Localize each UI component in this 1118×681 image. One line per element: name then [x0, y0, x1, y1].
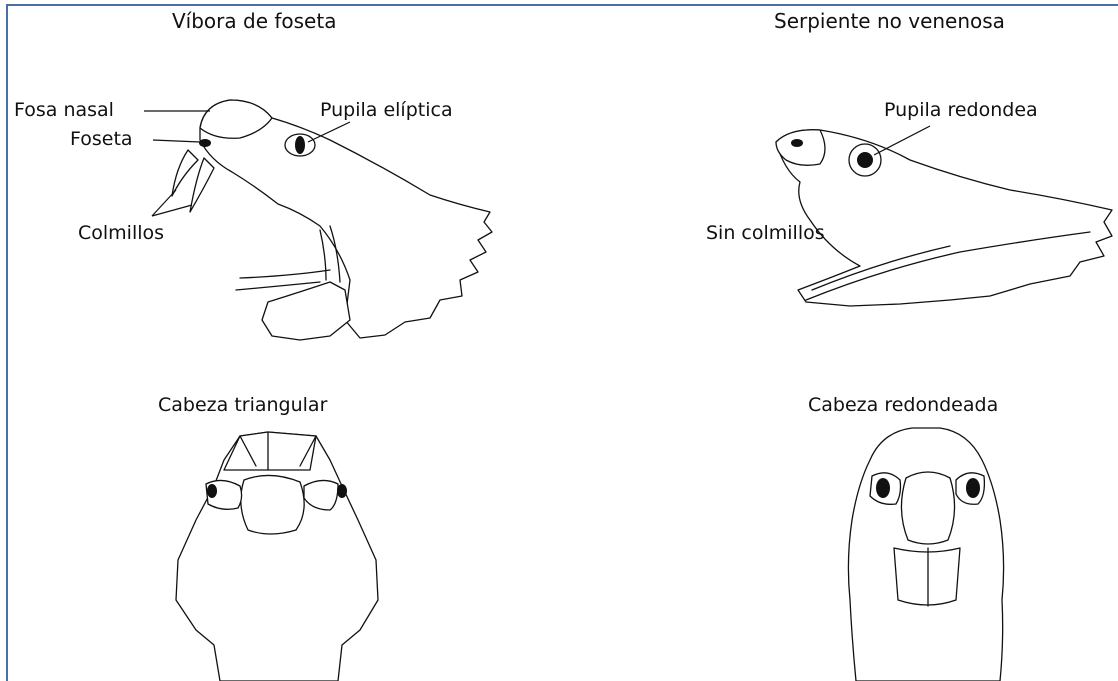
- rounded-head-illustration: [848, 428, 1003, 681]
- rounded-eye-right: [966, 478, 980, 498]
- round-pupil-pointer: [874, 126, 930, 155]
- label-rounded-head: Cabeza redondeada: [808, 394, 998, 416]
- label-pit: Foseta: [70, 128, 133, 150]
- title-nonvenomous: Serpiente no venenosa: [774, 10, 1005, 32]
- pit-viper-side-illustration: [172, 100, 492, 340]
- label-nostril: Fosa nasal: [14, 99, 114, 121]
- nonvenomous-head-outline: [776, 130, 1112, 306]
- label-elliptical-pupil: Pupila elíptica: [320, 99, 453, 121]
- triangular-eye-right: [337, 484, 347, 498]
- label-round-pupil: Pupila redondea: [884, 99, 1038, 121]
- triangular-eye-left: [207, 484, 217, 498]
- label-fangs: Colmillos: [78, 222, 164, 244]
- nostril-right: [791, 139, 803, 147]
- title-pit-viper: Víbora de foseta: [172, 10, 336, 32]
- label-no-fangs: Sin colmillos: [706, 222, 825, 244]
- triangular-head-illustration: [176, 432, 378, 681]
- pit-viper-lower-jaw: [262, 282, 350, 340]
- pit-organ: [199, 139, 211, 147]
- pit-pointer: [153, 140, 200, 142]
- nonvenomous-side-illustration: [776, 130, 1112, 306]
- fangs-pointer-2: [152, 205, 192, 216]
- label-triangular-head: Cabeza triangular: [158, 394, 327, 416]
- rounded-eye-left: [876, 478, 890, 498]
